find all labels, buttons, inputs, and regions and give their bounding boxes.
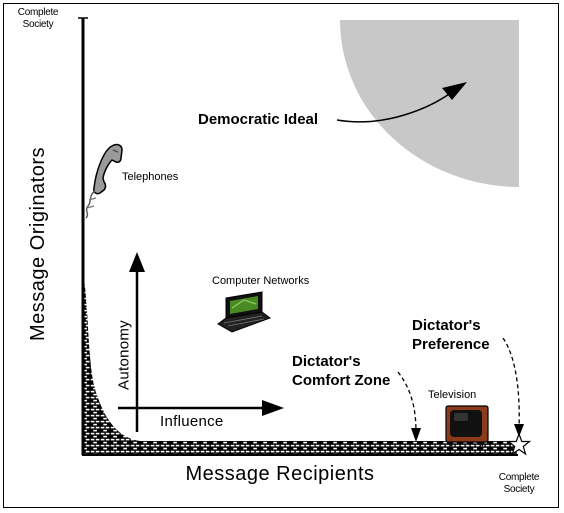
telephones-label: Telephones [122,171,179,183]
x-axis-max-label: Complete Society [490,473,548,495]
y-axis-max-label-line-2: Society [22,19,54,30]
x-axis-label: Message Recipients [185,463,375,485]
brick-wall [82,270,517,455]
dictators-preference-line-2: Preference [412,336,490,353]
comfort-zone-arrowhead [411,428,421,442]
laptop-icon [217,291,272,333]
telephone-icon [85,143,123,219]
preference-arrow [502,337,520,429]
democratic-ideal-arrow [336,91,453,123]
y-axis-max-label-line-1: Complete [17,7,59,18]
preference-arrowhead [514,424,524,437]
comfort-zone-arrow [397,371,417,433]
television-label: Television [428,389,477,401]
comfort-zone-line-2: Comfort Zone [292,372,391,389]
x-axis-max-label-line-2: Society [503,484,535,495]
y-axis-max-label: Complete Society [16,8,60,30]
democratic-ideal-label: Democratic Ideal [198,111,319,128]
autonomy-label: Autonomy [115,320,133,390]
democratic-ideal-region [340,20,519,187]
democratic-ideal-arrowhead [442,82,467,100]
computer-networks-label: Computer Networks [212,275,310,287]
autonomy-arrowhead [129,252,145,272]
star-icon [506,432,532,456]
dictators-comfort-zone-label: Dictator's Comfort Zone [292,352,390,390]
television-icon [445,405,489,447]
y-axis-label: Message Originators [27,146,49,342]
dictators-preference-line-1: Dictator's [412,317,481,334]
x-axis-max-label-line-1: Complete [498,472,540,483]
influence-label: Influence [160,413,224,430]
comfort-zone-line-1: Dictator's [292,353,361,370]
influence-arrowhead [262,400,284,416]
dictators-preference-label: Dictator's Preference [412,316,490,354]
